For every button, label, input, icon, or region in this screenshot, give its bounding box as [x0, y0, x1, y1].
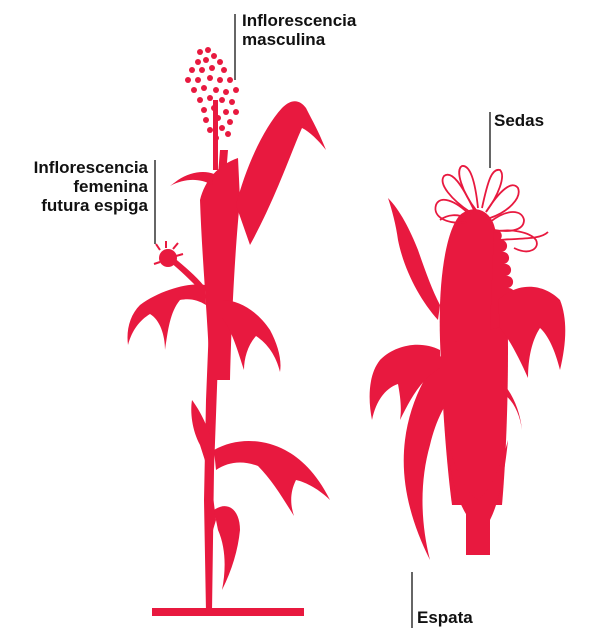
corn-ear [370, 198, 566, 560]
label-female-inflorescence: Inflorescencia femenina futura espiga [12, 158, 148, 215]
ground-line [152, 608, 304, 616]
corn-plant [128, 100, 331, 616]
label-male-line-1: Inflorescencia [242, 11, 356, 30]
tassel [185, 47, 239, 141]
husk-top-left [388, 198, 440, 320]
leaf-lower-right [214, 441, 330, 516]
female-stem [170, 256, 204, 290]
label-male-inflorescence: Inflorescencia masculina [242, 11, 356, 49]
label-female-line-1: Inflorescencia [12, 158, 148, 177]
label-male-line-2: masculina [242, 30, 356, 49]
label-female-line-2: femenina [12, 177, 148, 196]
leaf-bottom-right [214, 506, 240, 590]
stalk-upper [200, 158, 240, 380]
label-female-line-3: futura espiga [12, 196, 148, 215]
label-husk-text: Espata [417, 608, 473, 627]
label-silks: Sedas [494, 111, 544, 130]
label-husk: Espata [417, 608, 473, 627]
label-silks-text: Sedas [494, 111, 544, 130]
leaf-upper-right [236, 101, 326, 245]
husk-right [498, 287, 565, 378]
leaf-left [128, 284, 207, 350]
